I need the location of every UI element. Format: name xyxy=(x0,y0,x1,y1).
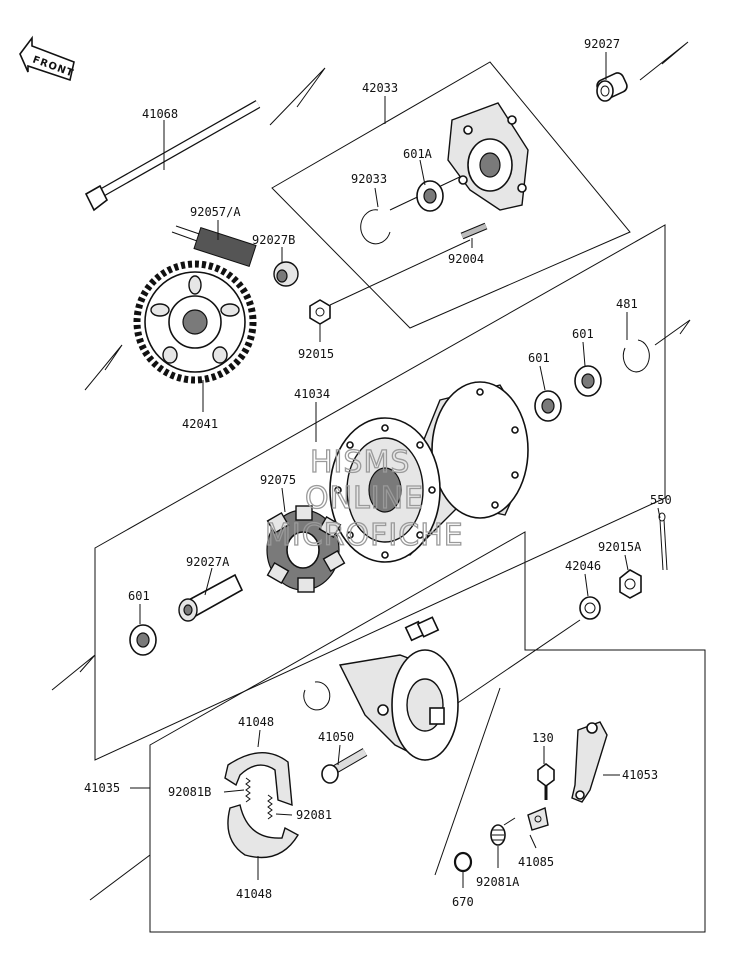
label-601A: 601A xyxy=(403,147,433,161)
label-601-left: 601 xyxy=(128,589,150,603)
bearing-601-top xyxy=(574,365,602,397)
label-130: 130 xyxy=(532,731,554,745)
brake-shoe-top xyxy=(224,752,293,807)
assembly-box-42033 xyxy=(271,61,631,329)
collar-92027A xyxy=(178,573,244,622)
front-arrow-badge: FRONT xyxy=(19,35,75,82)
label-92015A: 92015A xyxy=(598,540,642,554)
label-601-top: 601 xyxy=(572,327,594,341)
chain-92057A xyxy=(171,225,257,268)
label-481: 481 xyxy=(616,297,638,311)
label-92081A: 92081A xyxy=(476,875,520,889)
circlip-92033 xyxy=(360,209,391,245)
stud-92004 xyxy=(460,222,488,240)
label-92033: 92033 xyxy=(351,172,387,186)
brake-shoe-bottom xyxy=(227,804,299,859)
label-41068: 41068 xyxy=(142,107,178,121)
nut-92015 xyxy=(309,299,331,325)
brake-panel xyxy=(338,649,459,761)
label-92027B: 92027B xyxy=(252,233,295,247)
label-41048-top: 41048 xyxy=(238,715,274,729)
assembly-box-41035 xyxy=(149,531,706,933)
wheel-hub-41034 xyxy=(329,381,529,563)
bolt-brake-panel xyxy=(404,616,440,642)
label-92004: 92004 xyxy=(448,252,484,266)
spring-92081B xyxy=(245,777,251,803)
indicator-41085 xyxy=(527,807,549,831)
label-41050: 41050 xyxy=(318,730,354,744)
collar-42046 xyxy=(579,596,601,620)
circlip-panel xyxy=(303,681,331,711)
sprocket-42041 xyxy=(133,260,257,384)
part-labels: 41068 42033 92027 601A 92033 92057/A 920… xyxy=(84,37,672,909)
collar-92027 xyxy=(596,72,628,102)
label-41034: 41034 xyxy=(294,387,330,401)
bolt-130 xyxy=(537,763,555,800)
label-92081B: 92081B xyxy=(168,785,211,799)
nut-92015A xyxy=(619,569,642,599)
axle-41068 xyxy=(84,100,261,212)
sprocket-coupling-42033 xyxy=(447,102,529,211)
spring-92081A xyxy=(490,817,516,846)
label-92015: 92015 xyxy=(298,347,334,361)
label-41085: 41085 xyxy=(518,855,554,869)
label-550: 550 xyxy=(650,493,672,507)
brake-cam-41050 xyxy=(321,748,368,784)
damper-92075 xyxy=(266,505,346,593)
label-42046: 42046 xyxy=(565,559,601,573)
o-ring-670 xyxy=(453,851,473,873)
collar-92027B xyxy=(273,261,299,287)
circlip-481 xyxy=(622,339,650,373)
label-92075: 92075 xyxy=(260,473,296,487)
label-92027: 92027 xyxy=(584,37,620,51)
label-92027A: 92027A xyxy=(186,555,230,569)
spring-92081 xyxy=(267,794,273,820)
cam-lever-41053 xyxy=(571,721,608,803)
label-41048-bottom: 41048 xyxy=(236,887,272,901)
label-670: 670 xyxy=(452,895,474,909)
watermark-line-1: HISMS xyxy=(310,445,410,480)
bearing-601-mid xyxy=(534,390,562,422)
leader-lines xyxy=(130,52,661,888)
label-41053: 41053 xyxy=(622,768,658,782)
bearing-601A xyxy=(416,180,444,212)
label-92081: 92081 xyxy=(296,808,332,822)
label-42033: 42033 xyxy=(362,81,398,95)
label-92057A: 92057/A xyxy=(190,205,241,219)
label-41035: 41035 xyxy=(84,781,120,795)
label-42041: 42041 xyxy=(182,417,218,431)
watermark-line-3: MICROFICHE xyxy=(265,518,464,553)
watermark-line-2: ONLINE xyxy=(305,481,424,516)
bearing-601-left xyxy=(129,624,157,656)
cotter-pin-550 xyxy=(658,512,668,571)
assembly-box-41034 xyxy=(94,224,666,761)
label-601-mid: 601 xyxy=(528,351,550,365)
watermark: HISMS ONLINE MICROFICHE xyxy=(264,444,464,553)
